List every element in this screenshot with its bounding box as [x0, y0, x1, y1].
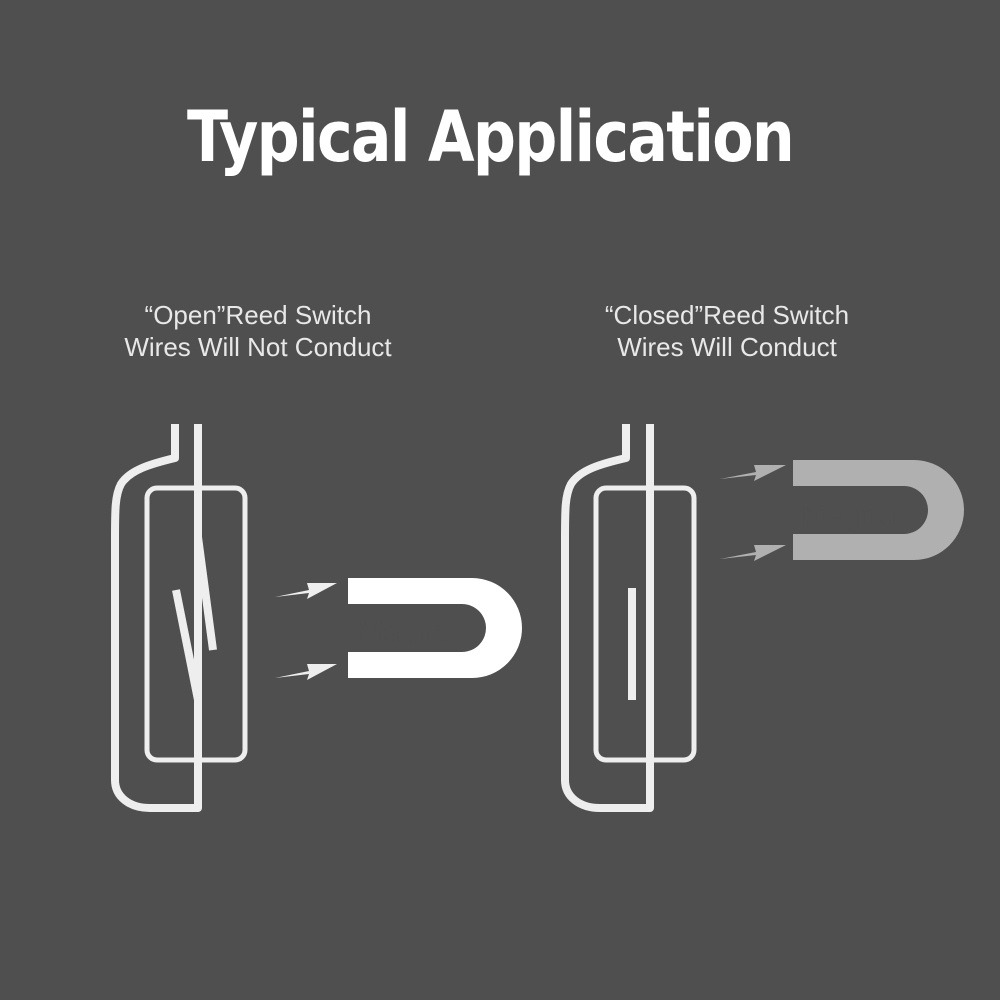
page-title: Typical Application — [186, 96, 795, 178]
lightning-bolt-icon — [275, 583, 337, 599]
horseshoe-magnet-body — [348, 578, 522, 678]
lightning-bolt-icon — [275, 664, 337, 680]
closed-lightning-bolts — [720, 465, 786, 561]
closed-magnet-label: Magnet — [801, 499, 902, 532]
lightning-bolt-icon — [720, 545, 786, 561]
open-lightning-bolts — [275, 583, 337, 680]
closed-switch-glass-tube — [593, 485, 697, 763]
open-switch-caption: “Open”Reed Switch Wires Will Not Conduct — [68, 299, 448, 363]
open-reed-switch — [111, 424, 248, 812]
closed-reed-switch — [561, 424, 697, 812]
open-switch-upper-reed — [194, 424, 217, 651]
open-switch-lower-reed — [172, 589, 202, 701]
closed-switch-caption: “Closed”Reed Switch Wires Will Conduct — [537, 299, 917, 363]
open-switch-housing — [111, 424, 202, 812]
closed-switch-housing — [561, 424, 654, 812]
lightning-bolt-icon — [720, 465, 786, 481]
open-switch-heading: “Open”Reed Switch — [144, 300, 372, 330]
open-switch-description: Wires Will Not Conduct — [124, 332, 392, 362]
open-magnet-label: Magnet — [358, 616, 459, 649]
closed-switch-heading: “Closed”Reed Switch — [604, 300, 850, 330]
open-horseshoe-magnet: Magnet — [348, 578, 522, 678]
horseshoe-magnet-body — [793, 460, 964, 560]
closed-switch-description: Wires Will Conduct — [617, 332, 837, 362]
closed-horseshoe-magnet: Magnet — [793, 460, 964, 560]
